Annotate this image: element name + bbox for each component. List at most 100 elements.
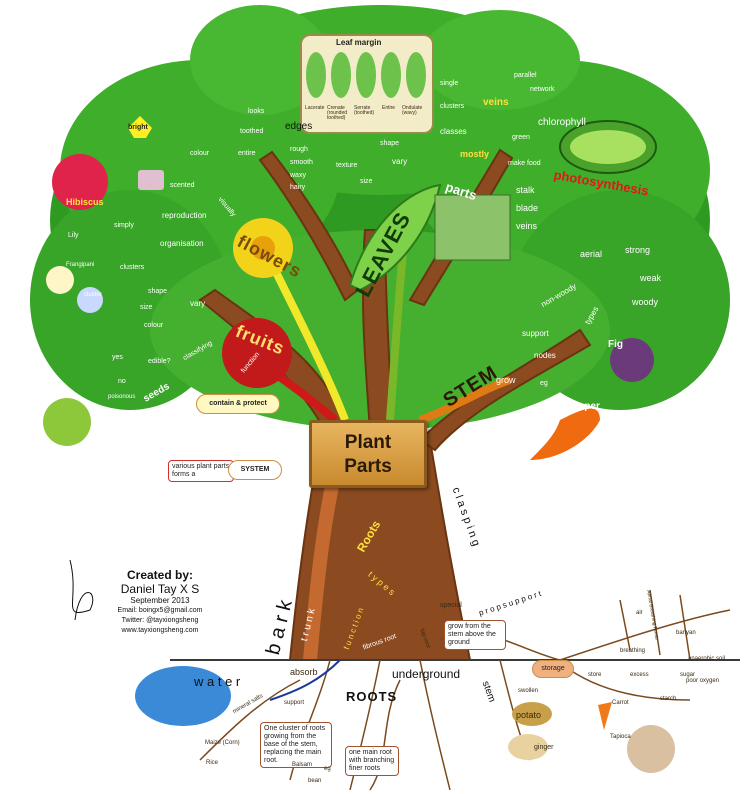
stem-eg: eg: [540, 380, 548, 387]
leaves-clusters: clusters: [440, 103, 464, 110]
leaf-entire-icon: [381, 52, 401, 98]
leaves-waxy: waxy: [290, 172, 306, 179]
carrot-icon: [598, 702, 612, 730]
fruits-size: size: [140, 304, 152, 311]
leaves-rough: rough: [290, 146, 308, 153]
fruits-many: many: [114, 430, 131, 437]
leaves-parallel: parallel: [514, 72, 537, 79]
leaf-cross-section-icon: [435, 195, 510, 260]
leaf-lacerate-icon: [306, 52, 326, 98]
stem-support: support: [522, 330, 549, 338]
stem-aerial: aerial: [580, 250, 602, 259]
roots-breathing: breathing: [620, 648, 645, 654]
stem-strong: strong: [625, 246, 650, 255]
roots-tapioca: Tapioca: [610, 734, 631, 740]
credit-date: September 2013: [100, 596, 220, 606]
roots-balsam: Balsam: [292, 762, 312, 768]
tapioca-icon: [627, 725, 675, 773]
credit-created-by: Created by:: [100, 568, 220, 582]
roots-bean: bean: [308, 778, 321, 784]
roots-ginger: ginger: [534, 744, 553, 751]
roots-carrot: Carrot: [612, 700, 629, 706]
leaves-toothed: toothed: [240, 128, 263, 135]
roots-special: special: [440, 602, 462, 609]
grow-above-note: grow from the stem above the ground: [444, 620, 506, 650]
credit-twitter[interactable]: Twitter: @tayxiongsheng: [100, 616, 220, 626]
roots-banyan: banyan: [676, 630, 696, 636]
leaves-looks: looks: [248, 108, 264, 115]
margin-label-entire: Entire: [382, 106, 395, 111]
leaves-size: size: [360, 178, 372, 185]
margin-label-ondulate: Ondulate (wavy): [402, 106, 428, 116]
stem-pepper: Pepper: [566, 402, 600, 412]
fruits-no: no: [118, 378, 126, 385]
leaves-entire: entire: [238, 150, 256, 157]
stem-grow: grow: [496, 376, 516, 385]
water-label: w a t e r: [194, 675, 240, 688]
roots-absorb: absorb: [290, 668, 318, 677]
fruits-yes: yes: [112, 354, 123, 361]
leaves-mostly: mostly: [460, 150, 489, 159]
leaf-margin-title: Leaf margin: [336, 39, 381, 47]
fruits-edible: edible?: [148, 358, 171, 365]
margin-label-lacerate: Lacerate: [305, 106, 324, 111]
leaf-ondulate-icon: [406, 52, 426, 98]
leaf-crenate-icon: [331, 52, 351, 98]
leaf-margin-box: Leaf margin Lacerate Crenate (rounded to…: [300, 34, 434, 134]
fruits-vary: vary: [190, 300, 205, 308]
roots-air: air: [636, 610, 643, 616]
leaves-texture: texture: [336, 162, 357, 169]
roots-potato: potato: [516, 711, 541, 720]
flowers-cluster2: cluster: [84, 292, 102, 298]
leaves-hairy: hairy: [290, 184, 305, 191]
various-parts-note: various plant parts forms a: [168, 460, 234, 482]
flowers-scented: scented: [170, 182, 195, 189]
stem-woody: woody: [632, 298, 658, 307]
flowers-simply: simply: [114, 222, 134, 229]
credit-name: Daniel Tay X S: [100, 582, 220, 596]
perfume-icon: [138, 170, 164, 190]
green-fruit-icon: [43, 398, 91, 446]
stem-fig: Fig: [608, 340, 623, 350]
credit-email[interactable]: Email: boingx5@gmail.com: [100, 606, 220, 616]
roots-swollen: swollen: [518, 688, 538, 694]
frangipani-icon: [46, 266, 74, 294]
leaves-make-food: make food: [508, 160, 541, 167]
fruits-function: function: [108, 412, 133, 419]
leaf-serrate-icon: [356, 52, 376, 98]
fruits-colour: colour: [144, 322, 163, 329]
signature: [70, 560, 93, 620]
leaves-blade: blade: [516, 204, 538, 213]
leaves-chlorophyll: chlorophyll: [538, 118, 586, 128]
flowers-bright: bright: [128, 124, 148, 131]
flowers-organisation: organisation: [160, 240, 204, 248]
stem-nodes: nodes: [534, 352, 556, 360]
flowers-clusters: clusters: [120, 264, 144, 271]
leaves-veins2: veins: [516, 222, 537, 231]
flowers-hibiscus: Hibiscus: [66, 198, 104, 207]
stem-weak: weak: [640, 274, 661, 283]
flowers-colour: colour: [190, 150, 209, 157]
leaves-shape: shape: [380, 140, 399, 147]
roots-storage: storage: [532, 660, 574, 678]
roots-underground: underground: [392, 668, 460, 680]
leaves-network: network: [530, 86, 555, 93]
flowers-reproduction: reproduction: [162, 212, 206, 220]
credit-web[interactable]: www.tayxiongsheng.com: [100, 626, 220, 636]
contain-protect-cloud: contain & protect: [196, 394, 280, 414]
fruits-poisonous: poisonous: [108, 394, 135, 400]
roots-starch: starch: [660, 696, 676, 702]
fruits-shape: shape: [148, 288, 167, 295]
roots-label: ROOTS: [346, 690, 397, 703]
roots-poor-oxygen: poor oxygen: [686, 678, 719, 684]
leaves-veins: veins: [483, 98, 509, 108]
tap-root-note: one main root with branching finer roots: [345, 746, 399, 776]
central-line1: Plant: [312, 431, 424, 455]
roots-rice: Rice: [206, 760, 218, 766]
flowers-frangipani: Frangipani: [66, 262, 94, 268]
credit-block: Created by: Daniel Tay X S September 201…: [100, 568, 220, 636]
leaves-vary: vary: [392, 158, 407, 166]
roots-eg: eg: [324, 766, 331, 772]
roots-store: store: [588, 672, 601, 678]
